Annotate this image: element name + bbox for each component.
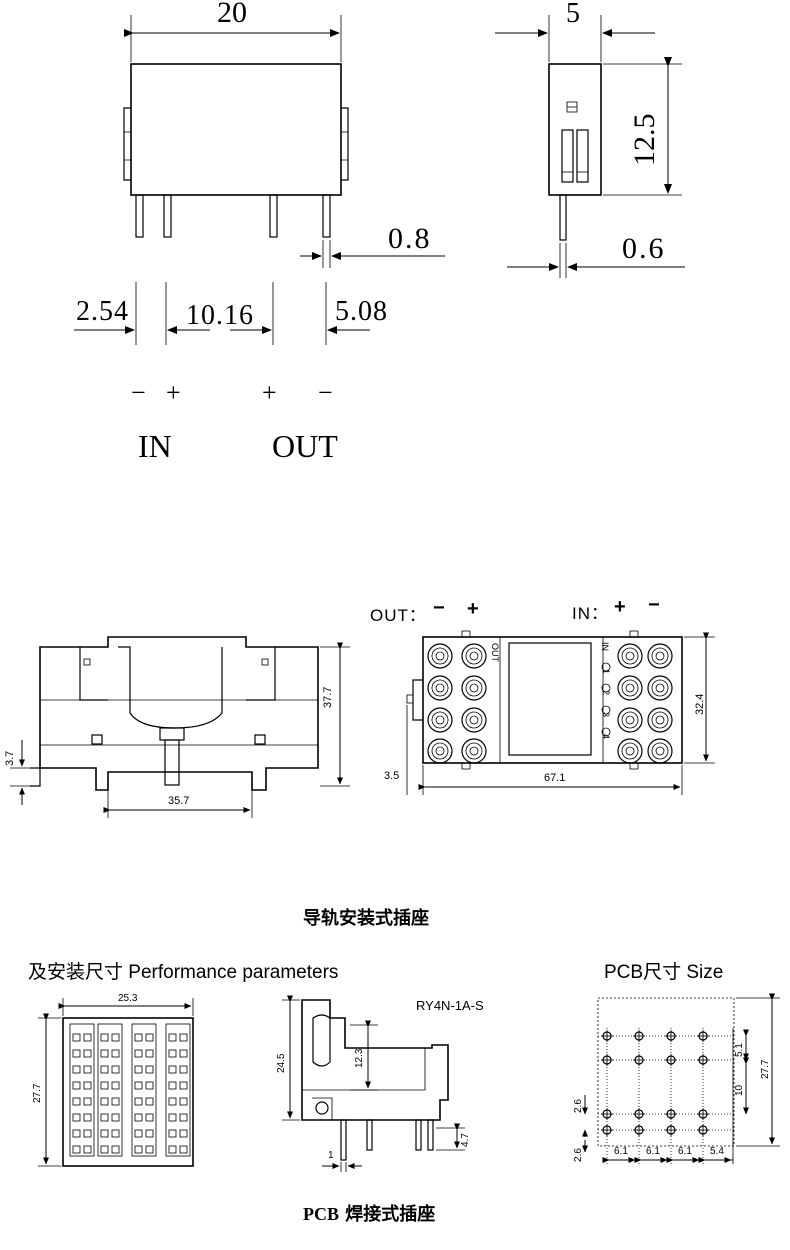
- out-label: OUT：: [370, 606, 427, 625]
- terminal-screws: [427, 643, 673, 764]
- pcb-socket-caption: PCB 焊接式插座: [303, 1204, 436, 1225]
- dim-pcb-x3: 6.1: [678, 1146, 692, 1157]
- in-minus: −: [648, 594, 660, 616]
- dim-pcb-height: 27.7: [760, 1059, 771, 1079]
- dim-top-height: 32.4: [694, 693, 706, 715]
- dim-pcb-x4: 5.4: [710, 1146, 724, 1157]
- dim-pitch-c: 5.08: [335, 296, 388, 327]
- rail-socket-caption: 导轨安装式插座: [303, 908, 429, 929]
- dim-side-pin: 4.7: [460, 1133, 471, 1147]
- dim-pcb-row2: 10: [734, 1084, 745, 1096]
- label-out: OUT: [272, 428, 338, 464]
- label-in: IN: [138, 428, 172, 464]
- dim-side-height: 24.5: [276, 1053, 287, 1073]
- in-label: IN：: [572, 604, 609, 623]
- dim-rail-width: 35.7: [168, 795, 190, 807]
- pcb-socket-top-view: [38, 998, 194, 1167]
- dim-pcb-depth: 27.7: [32, 1083, 43, 1103]
- face-num-2: 2: [601, 690, 611, 696]
- dim-side-top: 12.3: [354, 1048, 365, 1068]
- in-plus: +: [614, 596, 626, 618]
- perf-title: 及安装尺寸 Performance parameters: [28, 962, 339, 983]
- dim-pin-thickness: 0.6: [622, 232, 666, 265]
- dim-pcb-x1: 6.1: [614, 1146, 628, 1157]
- pin-plus-in: +: [166, 378, 181, 407]
- relay-side-view: [495, 15, 685, 278]
- rail-socket-top-view: [406, 630, 715, 795]
- pin-plus-out: +: [262, 378, 277, 407]
- face-in: IN: [600, 642, 610, 651]
- dim-pcb-x2: 6.1: [646, 1146, 660, 1157]
- dim-offset: 3.5: [384, 770, 400, 782]
- dim-relay-thickness: 5: [566, 0, 580, 29]
- dim-rail-bottom: 3.7: [4, 750, 16, 766]
- dim-relay-width: 20: [217, 0, 247, 29]
- dim-pcb-row1: 5.1: [734, 1043, 745, 1057]
- dim-length: 67.1: [544, 772, 566, 784]
- face-num-4: 4: [601, 734, 611, 740]
- pin-minus-in: −: [131, 378, 146, 407]
- dim-pcb-width: 25.3: [118, 993, 138, 1004]
- face-num-1: 1: [601, 669, 611, 675]
- rail-socket-side-view: [10, 636, 350, 818]
- out-plus: +: [467, 598, 479, 620]
- pcb-socket-side-view: [282, 995, 465, 1172]
- pcb-hole-layout: [582, 993, 780, 1164]
- dim-rail-height: 37.7: [322, 686, 334, 708]
- dim-pcb-left1: 2.6: [573, 1099, 584, 1113]
- dim-relay-height: 12.5: [628, 113, 661, 167]
- dim-pitch-a: 2.54: [76, 296, 129, 327]
- face-out: OUT: [490, 643, 500, 662]
- dim-pitch-b: 10.16: [186, 300, 254, 331]
- out-minus: −: [433, 597, 445, 619]
- dim-side-pin-width: 1: [328, 1150, 334, 1161]
- face-num-3: 3: [601, 712, 611, 718]
- relay-front-view: [74, 15, 445, 345]
- pcb-title: PCB尺寸 Size: [604, 962, 724, 983]
- model-number: RY4N-1A-S: [416, 998, 484, 1013]
- pin-minus-out: −: [318, 378, 333, 407]
- dim-pin-width: 0.8: [388, 222, 432, 255]
- dim-pcb-left2: 2.6: [573, 1148, 584, 1162]
